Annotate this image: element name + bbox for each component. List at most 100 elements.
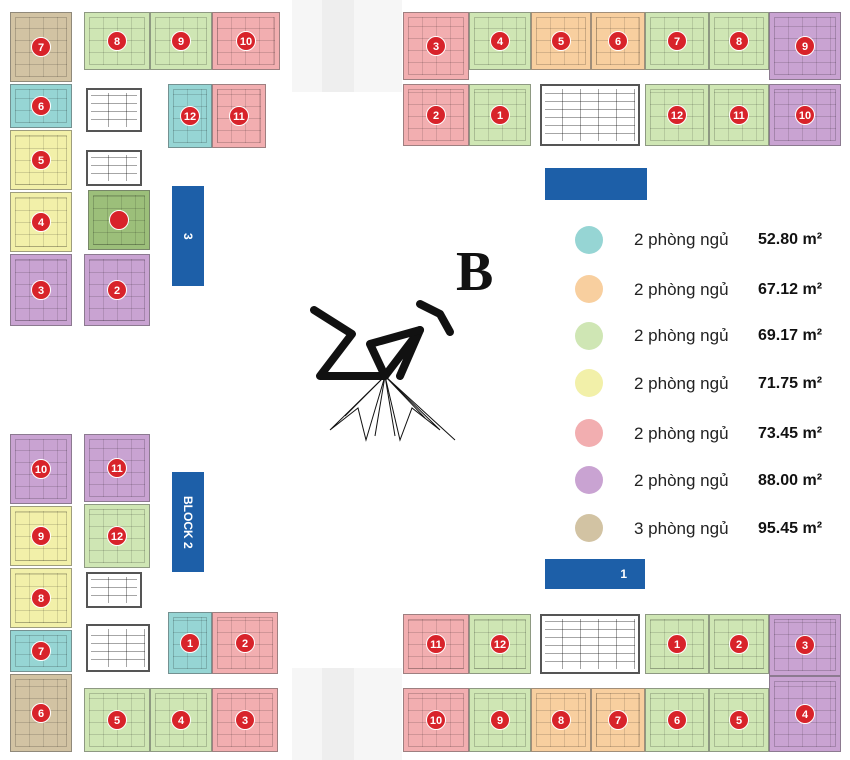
unit-b1-4[interactable]: 4 <box>769 676 841 752</box>
unit-b1-11[interactable]: 11 <box>403 614 469 674</box>
unit-b1-1[interactable]: 1 <box>645 614 709 674</box>
unit-number: 3 <box>235 710 255 730</box>
unit-b2-9[interactable]: 9 <box>10 506 72 566</box>
unit-b3-3[interactable]: 3 <box>10 254 72 326</box>
unit-b1-9[interactable]: 9 <box>469 688 531 752</box>
legend-label: 2 phòng ngủ <box>634 471 729 490</box>
unit-b1-10[interactable]: 10 <box>403 688 469 752</box>
unit-b3-5[interactable]: 5 <box>10 130 72 190</box>
unit-b3-6[interactable]: 6 <box>10 84 72 128</box>
unit-b1-6[interactable]: 6 <box>645 688 709 752</box>
unit-number: 8 <box>107 31 127 51</box>
legend-area: 71.75 m² <box>758 375 823 392</box>
unit-b4-10[interactable]: 10 <box>769 84 841 146</box>
unit-b3-4[interactable]: 4 <box>10 192 72 252</box>
unit-number: 11 <box>107 458 127 478</box>
unit-b4-4[interactable]: 4 <box>469 12 531 70</box>
legend-swatch-icon <box>575 514 603 542</box>
legend-area: 73.45 m² <box>758 425 823 442</box>
unit-number: 4 <box>795 704 815 724</box>
unit-b4-9[interactable]: 9 <box>769 12 841 80</box>
unit-number: 7 <box>31 37 51 57</box>
unit-b2-5[interactable]: 5 <box>84 688 150 752</box>
unit-b3-10[interactable]: 10 <box>212 12 280 70</box>
unit-b3-7[interactable]: 7 <box>10 12 72 82</box>
unit-number: 10 <box>426 710 446 730</box>
unit-b4-2[interactable]: 2 <box>403 84 469 146</box>
unit-b1-2[interactable]: 2 <box>709 614 769 674</box>
unit-b3-11[interactable]: 11 <box>212 84 266 148</box>
unit-b2-8[interactable]: 8 <box>10 568 72 628</box>
unit-b4-7[interactable]: 7 <box>645 12 709 70</box>
unit-b1-5[interactable]: 5 <box>709 688 769 752</box>
unit-b3-2[interactable]: 2 <box>84 254 150 326</box>
unit-b2-1[interactable]: 1 <box>168 612 212 674</box>
unit-b1-3[interactable]: 3 <box>769 614 841 676</box>
unit-number: 10 <box>31 459 51 479</box>
unit-b2-2[interactable]: 2 <box>212 612 278 674</box>
unit-b3-12[interactable]: 12 <box>168 84 212 148</box>
unit-number: 9 <box>31 526 51 546</box>
unit-number: 9 <box>490 710 510 730</box>
block-3-label: 3 <box>172 186 204 286</box>
legend-label: 2 phòng ngủ <box>634 374 729 393</box>
legend-label: 2 phòng ngủ <box>634 326 729 345</box>
block-4-label <box>545 168 647 200</box>
unit-b4-3[interactable]: 3 <box>403 12 469 80</box>
block-3-label-text: 3 <box>181 232 195 240</box>
unit-b2-10[interactable]: 10 <box>10 434 72 504</box>
road-top-strip <box>292 0 402 92</box>
unit-number: 1 <box>180 633 200 653</box>
unit-b1-7[interactable]: 7 <box>591 688 645 752</box>
unit-number: 6 <box>31 703 51 723</box>
block-1-label: 1 <box>545 559 645 589</box>
unit-number: 7 <box>667 31 687 51</box>
legend-swatch-icon <box>575 466 603 494</box>
unit-b2-11[interactable]: 11 <box>84 434 150 502</box>
unit-b4-5[interactable]: 5 <box>531 12 591 70</box>
unit-number: 2 <box>729 634 749 654</box>
unit-number: 2 <box>107 280 127 300</box>
unit-number: 10 <box>795 105 815 125</box>
unit-b2-3[interactable]: 3 <box>212 688 278 752</box>
unit-b3-9[interactable]: 9 <box>150 12 212 70</box>
unit-number: 8 <box>551 710 571 730</box>
unit-b3-blurred[interactable] <box>88 190 150 250</box>
unit-b2-7[interactable]: 7 <box>10 630 72 672</box>
unit-b4-11[interactable]: 11 <box>709 84 769 146</box>
unit-number: 1 <box>490 105 510 125</box>
unit-number: 9 <box>171 31 191 51</box>
unit-number: 3 <box>795 635 815 655</box>
block-2-label-text: BLOCK 2 <box>181 495 195 549</box>
unit-number: 8 <box>31 588 51 608</box>
unit-b4-12[interactable]: 12 <box>645 84 709 146</box>
block-1-label-text: 1 <box>620 567 627 581</box>
unit-b1-12[interactable]: 12 <box>469 614 531 674</box>
unit-number: 7 <box>31 641 51 661</box>
unit-number: 9 <box>795 36 815 56</box>
legend-area: 67.12 m² <box>758 281 823 298</box>
compass-letter: B <box>456 241 494 303</box>
unit-b2-4[interactable]: 4 <box>150 688 212 752</box>
legend-area: 88.00 m² <box>758 472 823 489</box>
unit-b2-12[interactable]: 12 <box>84 504 150 568</box>
unit-b3-8[interactable]: 8 <box>84 12 150 70</box>
unit-number: 3 <box>31 280 51 300</box>
block-2-core-lift <box>86 572 142 608</box>
unit-number: 6 <box>31 96 51 116</box>
legend-swatch-icon <box>575 322 603 350</box>
unit-b4-6[interactable]: 6 <box>591 12 645 70</box>
unit-b2-6[interactable]: 6 <box>10 674 72 752</box>
legend-area: 52.80 m² <box>758 231 823 248</box>
block-4-core <box>540 84 640 146</box>
unit-number: 7 <box>608 710 628 730</box>
unit-number: 6 <box>608 31 628 51</box>
compass-rose-icon <box>310 300 456 442</box>
unit-b4-1[interactable]: 1 <box>469 84 531 146</box>
unit-number: 11 <box>426 634 446 654</box>
unit-b1-8[interactable]: 8 <box>531 688 591 752</box>
unit-number: 4 <box>171 710 191 730</box>
unit-number: 12 <box>180 106 200 126</box>
unit-number: 4 <box>31 212 51 232</box>
unit-b4-8[interactable]: 8 <box>709 12 769 70</box>
